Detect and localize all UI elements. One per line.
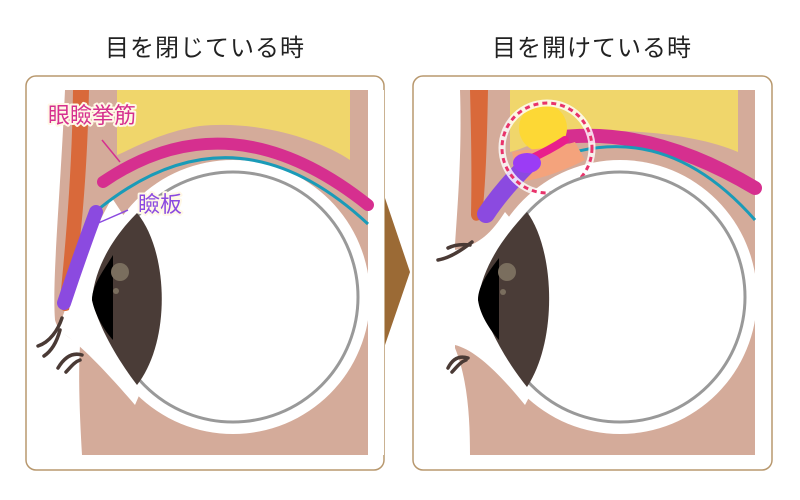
- levator-muscle: [548, 128, 762, 195]
- panel-title-open: 目を開けている時: [492, 34, 692, 62]
- fat-pad: [117, 90, 350, 160]
- eye-highlight: [111, 263, 129, 281]
- panel-title-closed: 目を閉じている時: [105, 34, 305, 62]
- orbicularis-muscle: [59, 90, 89, 311]
- cornea-pupil: [478, 258, 499, 340]
- cornea-pupil: [92, 255, 113, 340]
- levator-muscle: [97, 137, 374, 211]
- levator-leader: [101, 139, 121, 163]
- label-tarsus: 瞼板: [138, 193, 182, 218]
- label-levator: 眼瞼挙筋: [48, 104, 136, 129]
- panel-closed-eye: 眼瞼挙筋 瞼板: [25, 75, 385, 471]
- orbicularis-muscle: [470, 90, 488, 221]
- conjunctiva-line: [99, 156, 370, 226]
- eyelashes: [36, 316, 84, 374]
- iris: [478, 212, 550, 387]
- iris: [92, 213, 162, 385]
- highlight-dashed-circle: [500, 101, 594, 195]
- tarsus-leader: [95, 209, 129, 225]
- panel-open-eye: [412, 75, 773, 471]
- eyelashes: [436, 240, 474, 374]
- fat-bright: [519, 104, 567, 152]
- tarsus-plate: [57, 205, 103, 310]
- eye-highlight: [498, 263, 516, 281]
- transition-arrow: [385, 198, 410, 345]
